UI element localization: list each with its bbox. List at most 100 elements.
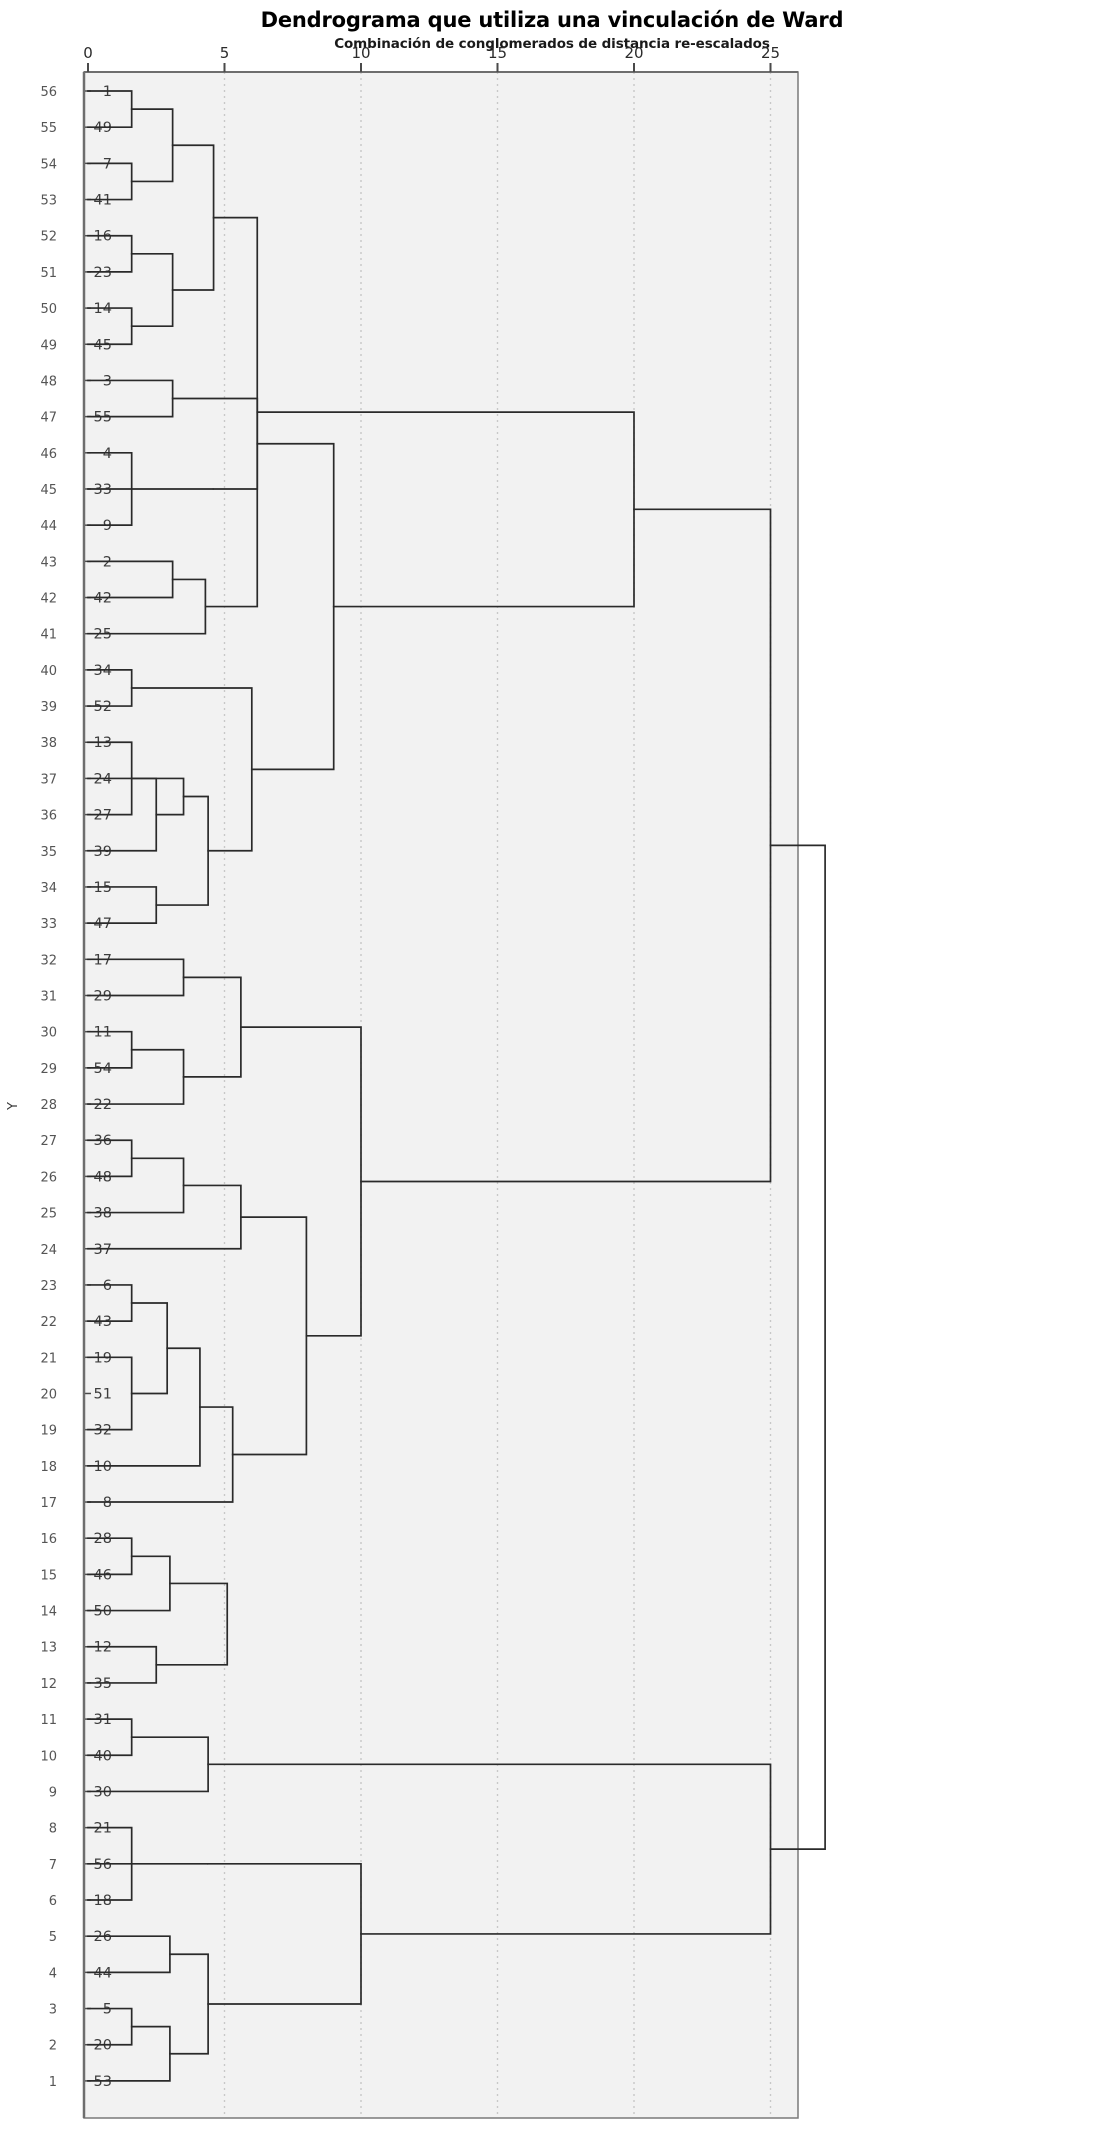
leaf-label: 17 xyxy=(94,952,112,968)
leaf-index-label: 12 xyxy=(40,1677,57,1692)
leaf-index-label: 26 xyxy=(40,1170,57,1185)
x-tick-label: 0 xyxy=(83,44,93,62)
plot-area xyxy=(83,71,799,2119)
leaf-index-label: 49 xyxy=(40,338,57,353)
dendrogram-link xyxy=(155,1582,229,1666)
leaf-index-label: 45 xyxy=(40,483,57,498)
leaf-index-label: 37 xyxy=(40,772,57,787)
leaf-index-label: 19 xyxy=(40,1424,57,1439)
leaf-label: 22 xyxy=(94,1097,112,1113)
leaf-index-label: 43 xyxy=(40,555,57,570)
leaf-index-label: 3 xyxy=(49,2003,57,2018)
leaf-label: 25 xyxy=(94,627,112,643)
leaf-index-label: 52 xyxy=(40,230,57,245)
leaf-label: 50 xyxy=(94,1604,112,1620)
leaf-index-label: 32 xyxy=(40,953,57,968)
leaf-index-label: 53 xyxy=(40,194,57,209)
leaf-label: 35 xyxy=(94,1676,112,1692)
leaf-index-label: 27 xyxy=(40,1134,57,1149)
leaf-index-label: 34 xyxy=(40,881,57,896)
leaf-label: 13 xyxy=(94,735,112,751)
leaf-label: 1 xyxy=(103,84,112,100)
leaf-label: 15 xyxy=(94,880,112,896)
leaf-label: 53 xyxy=(94,2074,112,2090)
leaf-label: 40 xyxy=(94,1748,112,1764)
leaf-index-label: 7 xyxy=(49,1858,57,1873)
leaf-label: 20 xyxy=(94,2038,112,2054)
leaf-label: 52 xyxy=(94,699,112,715)
x-tick-label: 20 xyxy=(624,44,643,62)
leaf-index-label: 1 xyxy=(49,2075,57,2090)
leaf-index-label: 2 xyxy=(49,2039,57,2054)
leaf-label: 7 xyxy=(103,156,112,172)
leaf-index-label: 24 xyxy=(40,1243,57,1258)
leaf-label: 23 xyxy=(94,265,112,281)
leaf-index-label: 9 xyxy=(49,1785,57,1800)
leaf-label: 30 xyxy=(94,1784,112,1800)
leaf-index-label: 25 xyxy=(40,1207,57,1222)
leaf-label: 51 xyxy=(94,1386,112,1402)
leaf-index-label: 23 xyxy=(40,1279,57,1294)
leaf-index-label: 42 xyxy=(40,592,57,607)
leaf-label: 14 xyxy=(94,301,112,317)
leaf-index-label: 40 xyxy=(40,664,57,679)
leaf-label: 41 xyxy=(94,193,112,209)
leaf-label: 5 xyxy=(103,2002,112,2018)
leaf-index-label: 36 xyxy=(40,809,57,824)
leaf-index-label: 56 xyxy=(40,85,57,100)
leaf-label: 8 xyxy=(103,1495,112,1511)
leaf-label: 42 xyxy=(94,591,112,607)
leaf-index-label: 14 xyxy=(40,1605,57,1620)
leaf-index-label: 47 xyxy=(40,411,57,426)
leaf-index-label: 55 xyxy=(40,121,57,136)
leaf-index-label: 11 xyxy=(40,1713,57,1728)
leaf-index-label: 21 xyxy=(40,1351,57,1366)
leaf-index-label: 16 xyxy=(40,1532,57,1547)
x-tick-label: 25 xyxy=(761,44,780,62)
leaf-label: 38 xyxy=(94,1206,112,1222)
leaf-index-label: 50 xyxy=(40,302,57,317)
leaf-label: 31 xyxy=(94,1712,112,1728)
leaf-index-label: 33 xyxy=(40,917,57,932)
leaf-index-label: 46 xyxy=(40,447,57,462)
leaf-label: 43 xyxy=(94,1314,112,1330)
leaf-label: 34 xyxy=(94,663,112,679)
leaf-label: 55 xyxy=(94,410,112,426)
leaf-index-label: 44 xyxy=(40,519,57,534)
leaf-index-label: 31 xyxy=(40,990,57,1005)
leaf-label: 21 xyxy=(94,1821,112,1837)
leaf-index-label: 15 xyxy=(40,1568,57,1583)
leaf-label: 44 xyxy=(94,1965,112,1981)
leaf-index-label: 13 xyxy=(40,1641,57,1656)
dendrogram-links xyxy=(87,90,826,2082)
leaf-label: 26 xyxy=(94,1929,112,1945)
leaf-index-label: 39 xyxy=(40,700,57,715)
leaf-label: 2 xyxy=(103,554,112,570)
leaf-index-label: 41 xyxy=(40,628,57,643)
leaf-label: 9 xyxy=(103,518,112,534)
leaf-label: 45 xyxy=(94,337,112,353)
dendrogram-link xyxy=(769,844,826,1850)
plot-background xyxy=(83,71,799,2119)
leaf-label: 39 xyxy=(94,844,112,860)
leaf-label: 18 xyxy=(94,1893,112,1909)
leaf-index-label: 6 xyxy=(49,1894,57,1909)
chart-title: Dendrograma que utiliza una vinculación … xyxy=(260,8,844,32)
leaf-label: 12 xyxy=(94,1640,112,1656)
leaf-index-label: 48 xyxy=(40,374,57,389)
leaf-index-label: 54 xyxy=(40,157,57,172)
x-tick-label: 15 xyxy=(488,44,507,62)
leaf-label: 3 xyxy=(103,373,112,389)
leaf-index-label: 51 xyxy=(40,266,57,281)
leaf-index-label: 17 xyxy=(40,1496,57,1511)
leaf-index-label: 18 xyxy=(40,1460,57,1475)
leaf-index-label: 22 xyxy=(40,1315,57,1330)
leaf-label: 54 xyxy=(94,1061,112,1077)
leaf-label: 46 xyxy=(94,1567,112,1583)
leaf-label: 37 xyxy=(94,1242,112,1258)
leaf-index-label: 28 xyxy=(40,1098,57,1113)
leaf-label: 27 xyxy=(94,808,112,824)
leaf-label: 47 xyxy=(94,916,112,932)
